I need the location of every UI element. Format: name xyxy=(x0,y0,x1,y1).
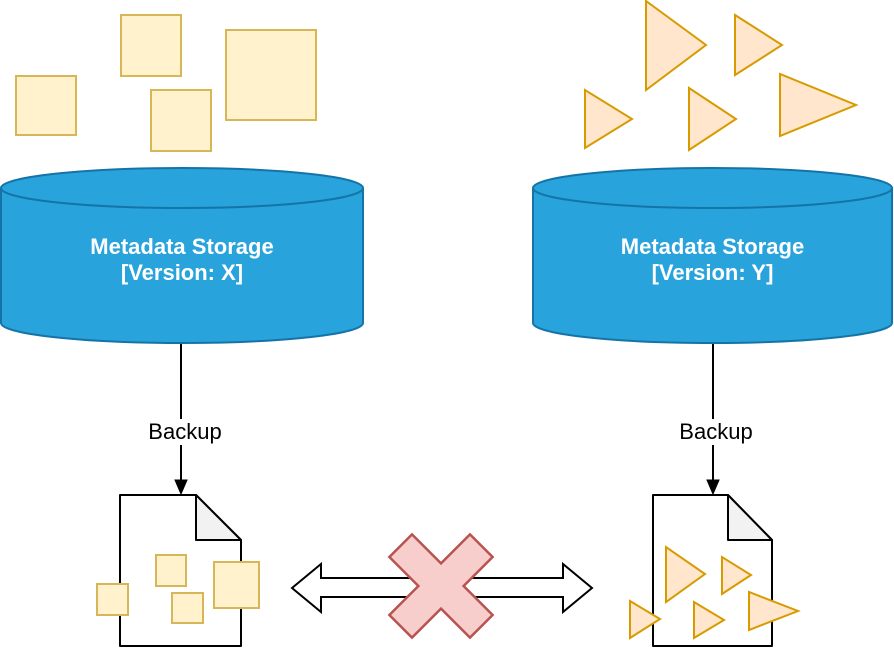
square-icon xyxy=(213,561,260,609)
backup-file-right xyxy=(629,494,801,647)
x-mark-icon xyxy=(387,532,495,640)
triangle-icon xyxy=(688,86,738,152)
triangle-icon xyxy=(584,88,634,150)
square-icon xyxy=(150,89,212,152)
file-triangles-group xyxy=(629,545,801,640)
folded-corner-icon xyxy=(727,494,773,541)
square-icon xyxy=(96,583,129,616)
metadata-storage-y-cylinder xyxy=(532,167,893,344)
square-icon xyxy=(225,29,317,121)
square-icon xyxy=(120,14,182,77)
triangle-icon xyxy=(734,13,784,77)
triangle-icon xyxy=(645,0,708,92)
triangle-icon xyxy=(665,545,707,604)
square-icon xyxy=(171,592,204,624)
backup-label-left: Backup xyxy=(143,419,227,445)
floating-triangles-group xyxy=(584,0,859,152)
triangle-icon xyxy=(629,599,662,640)
triangle-icon xyxy=(779,72,859,138)
backup-file-left xyxy=(96,494,260,647)
incompatible-sync-group xyxy=(290,532,594,640)
triangle-icon xyxy=(721,555,753,596)
metadata-storage-x-cylinder xyxy=(0,167,364,344)
square-icon xyxy=(155,554,187,587)
triangle-icon xyxy=(748,590,801,632)
arrowhead-down-icon xyxy=(174,479,188,496)
backup-arrow-left xyxy=(174,344,188,496)
square-icon xyxy=(15,75,77,136)
backup-arrow-right xyxy=(706,344,720,496)
triangle-icon xyxy=(693,600,726,640)
backup-label-right: Backup xyxy=(674,419,758,445)
floating-squares-group xyxy=(15,14,317,152)
file-squares-group xyxy=(96,554,260,624)
arrowhead-down-icon xyxy=(706,479,720,496)
folded-corner-icon xyxy=(195,494,242,541)
